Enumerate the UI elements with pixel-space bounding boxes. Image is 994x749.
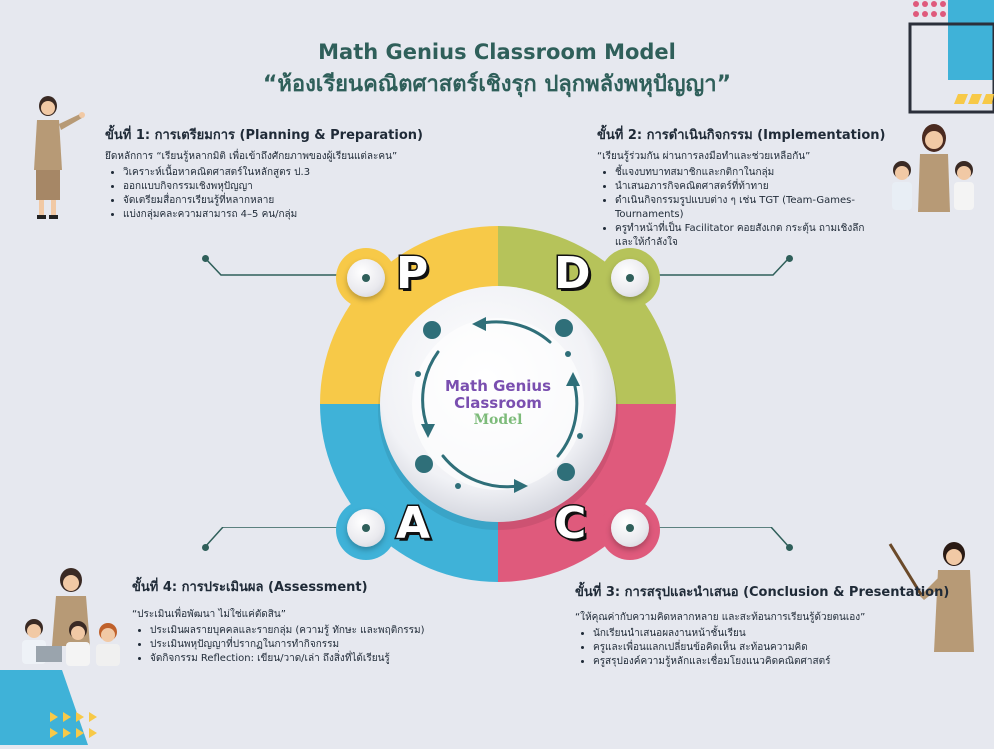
connector-a-line: [204, 526, 365, 549]
teacher-illustration-top-left: [28, 92, 88, 222]
list-item: ออกแบบกิจกรรมเชิงพหุปัญญา: [123, 180, 465, 194]
knob-c-dot: [626, 524, 634, 532]
list-item: ครูทำหน้าที่เป็น Facilitator คอยสังเกต ก…: [615, 222, 877, 250]
center-line2: Classroom: [454, 394, 542, 412]
knob-a: [347, 509, 385, 547]
list-item: จัดกิจกรรม Reflection: เขียน/วาด/เล่า ถึ…: [150, 652, 472, 666]
list-item: ดำเนินกิจกรรมรูปแบบต่าง ๆ เช่น TGT (Team…: [615, 194, 877, 222]
decor-shapes-icon: [908, 0, 994, 114]
teacher-students-illustration-top-right: [884, 120, 984, 215]
step1-title: ขั้นที่ 1: การเตรียมการ (Planning & Prep…: [105, 128, 423, 143]
students-laptop-icon: [22, 568, 120, 666]
knob-d-dot: [626, 274, 634, 282]
connector-c-line: [625, 526, 791, 549]
list-item: ชี้แจงบทบาทสมาชิกและกติกาในกลุ่ม: [615, 166, 877, 180]
knob-p-dot: [362, 274, 370, 282]
knob-d: [611, 259, 649, 297]
teacher-students-illustration-bottom-left: [6, 566, 126, 671]
list-item: แบ่งกลุ่มคละความสามารถ 4–5 คน/กลุ่ม: [123, 208, 465, 222]
teacher-pointing-icon: [34, 96, 85, 219]
letter-a: A: [394, 497, 431, 551]
letter-p: P: [394, 247, 429, 301]
step2-title: ขั้นที่ 2: การดำเนินกิจกรรม (Implementat…: [597, 128, 886, 143]
center-line1: Math Genius: [444, 377, 552, 395]
decor-bottom-left: [0, 650, 120, 745]
letter-d: D: [553, 247, 592, 301]
step4-title: ขั้นที่ 4: การประเมินผล (Assessment): [132, 580, 368, 595]
letter-c: C: [552, 497, 587, 551]
list-item: ครูและเพื่อนแลกเปลี่ยนข้อคิดเห็น สะท้อนค…: [593, 641, 895, 655]
center-label: Math Genius Classroom Model: [418, 378, 578, 429]
connector-c-end: [786, 544, 793, 551]
teacher-illustration-bottom-right: [888, 540, 988, 660]
step4-quote: “ประเมินเพื่อพัฒนา ไม่ใช่แค่ตัดสิน”: [132, 609, 286, 620]
step2-block: ขั้นที่ 2: การดำเนินกิจกรรม (Implementat…: [597, 124, 886, 250]
decor-top-right: [908, 0, 994, 115]
list-item: จัดเตรียมสื่อการเรียนรู้ที่หลากหลาย: [123, 194, 465, 208]
center-line3: Model: [473, 412, 523, 428]
step1-block: ขั้นที่ 1: การเตรียมการ (Planning & Prep…: [105, 124, 465, 222]
list-item: นักเรียนนำเสนอผลงานหน้าชั้นเรียน: [593, 627, 895, 641]
step1-list: วิเคราะห์เนื้อหาคณิตศาสตร์ในหลักสูตร ป.3…: [105, 166, 465, 222]
connector-a-end: [202, 544, 209, 551]
decor-triangles-icon: [0, 670, 97, 745]
step2-quote: “เรียนรู้ร่วมกัน ผ่านการลงมือทำและช่วยเห…: [597, 151, 811, 162]
teacher-with-students-icon: [892, 124, 974, 212]
connector-p-line: [204, 257, 365, 278]
step4-block: ขั้นที่ 4: การประเมินผล (Assessment) “ปร…: [132, 576, 472, 666]
teacher-with-pointer-icon: [888, 542, 974, 652]
step2-list: ชี้แจงบทบาทสมาชิกและกติกาในกลุ่ม นำเสนอภ…: [597, 166, 877, 250]
knob-c: [611, 509, 649, 547]
connector-d-line: [625, 257, 791, 278]
step3-quote: “ให้คุณค่ากับความคิดหลากหลาย และสะท้อนกา…: [575, 612, 866, 623]
step1-quote: ยึดหลักการ “เรียนรู้หลากมิติ เพื่อเข้าถึ…: [105, 151, 398, 162]
list-item: ประเมินผลรายบุคคลและรายกลุ่ม (ความรู้ ทั…: [150, 624, 472, 638]
page-title: Math Genius Classroom Model: [318, 40, 676, 64]
step3-block: ขั้นที่ 3: การสรุปและนำเสนอ (Conclusion …: [575, 581, 950, 669]
list-item: นำเสนอภารกิจคณิตศาสตร์ที่ท้าทาย: [615, 180, 877, 194]
list-item: ครูสรุปองค์ความรู้หลักและเชื่อมโยงแนวคิด…: [593, 655, 895, 669]
step3-list: นักเรียนนำเสนอผลงานหน้าชั้นเรียน ครูและเ…: [575, 627, 895, 669]
list-item: วิเคราะห์เนื้อหาคณิตศาสตร์ในหลักสูตร ป.3: [123, 166, 465, 180]
knob-a-dot: [362, 524, 370, 532]
step3-title: ขั้นที่ 3: การสรุปและนำเสนอ (Conclusion …: [575, 585, 950, 600]
step4-list: ประเมินผลรายบุคคลและรายกลุ่ม (ความรู้ ทั…: [132, 624, 472, 666]
list-item: ประเมินพหุปัญญาที่ปรากฏในการทำกิจกรรม: [150, 638, 472, 652]
knob-p: [347, 259, 385, 297]
page-subtitle: “ห้องเรียนคณิตศาสตร์เชิงรุก ปลุกพลังพหุป…: [262, 72, 732, 97]
